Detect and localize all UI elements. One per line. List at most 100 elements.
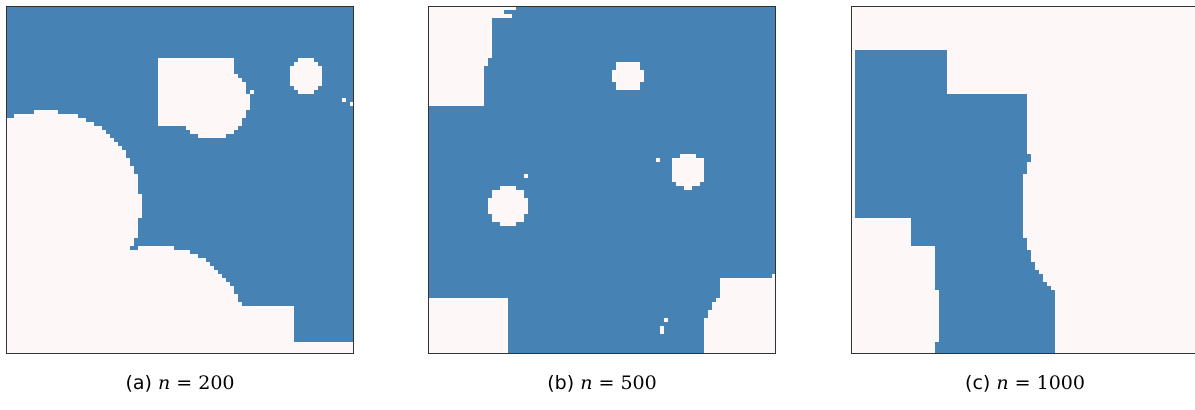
cluster-segment (294, 326, 354, 330)
cluster-segment (492, 30, 776, 34)
cluster-segment (508, 298, 716, 302)
cluster-segment (704, 166, 776, 170)
cluster-segment (428, 158, 656, 162)
cluster-segment (935, 278, 1043, 282)
cluster-segment (428, 278, 720, 282)
cluster-segment (428, 246, 776, 250)
cluster-segment (939, 298, 1055, 302)
cluster-segment (110, 134, 198, 138)
cluster-segment (935, 246, 1027, 250)
cluster-segment (6, 50, 354, 54)
cluster-segment (138, 174, 354, 178)
cluster-segment (911, 230, 1023, 234)
cluster-segment (939, 310, 1055, 314)
cluster-segment (855, 146, 1027, 150)
cluster-segment (516, 186, 684, 190)
cluster-segment (428, 162, 672, 166)
cluster-panel-a (6, 6, 354, 354)
cluster-segment (911, 242, 1027, 246)
cluster-segment (238, 74, 290, 78)
cluster-segment (428, 214, 492, 218)
cluster-segment (118, 142, 354, 146)
caption-equals: = (1008, 372, 1037, 394)
cluster-segment (138, 182, 354, 186)
cluster-segment (6, 114, 14, 118)
cluster-segment (484, 94, 776, 98)
cluster-segment (234, 290, 354, 294)
cluster-segment (528, 198, 776, 202)
cluster-segment (250, 98, 342, 102)
cluster-segment (428, 122, 776, 126)
cluster-segment (488, 62, 616, 66)
cluster-segment (488, 58, 776, 62)
cluster-segment (6, 42, 354, 46)
caption-value: 500 (620, 372, 657, 394)
cluster-segment (428, 242, 776, 246)
cluster-segment (692, 186, 776, 190)
cluster-segment (660, 158, 672, 162)
cluster-segment (428, 270, 776, 274)
cluster-segment (6, 30, 354, 34)
cluster-segment (428, 286, 720, 290)
cluster-segment (6, 54, 354, 58)
cluster-segment (242, 122, 354, 126)
cluster-segment (134, 170, 354, 174)
cluster-segment (911, 226, 1023, 230)
cluster-segment (130, 162, 354, 166)
cluster-segment (428, 222, 500, 226)
cluster-segment (939, 302, 1055, 306)
cluster-segment (640, 66, 776, 70)
cluster-segment (428, 146, 776, 150)
cluster-segment (855, 86, 947, 90)
cluster-segment (428, 182, 676, 186)
cluster-segment (428, 170, 672, 174)
cluster-segment (130, 158, 354, 162)
cluster-segment (246, 110, 354, 114)
cluster-segment (234, 62, 294, 66)
cluster-segment (508, 338, 704, 342)
cluster-segment (428, 134, 776, 138)
cluster-segment (142, 194, 354, 198)
cluster-segment (428, 234, 776, 238)
cluster-segment (855, 134, 1027, 138)
cluster-segment (528, 206, 776, 210)
cluster-segment (484, 70, 612, 74)
cluster-segment (855, 126, 1027, 130)
cluster-segment (492, 54, 776, 58)
cluster-segment (190, 250, 354, 254)
cluster-segment (6, 90, 158, 94)
cluster-segment (855, 62, 947, 66)
cluster-segment (508, 318, 664, 322)
cluster-segment (294, 306, 354, 310)
cluster-segment (322, 78, 354, 82)
cluster-segment (855, 206, 1023, 210)
cluster-segment (6, 14, 354, 18)
cluster-segment (294, 318, 354, 322)
cluster-segment (6, 94, 158, 98)
cluster-segment (246, 90, 250, 94)
cluster-segment (508, 330, 660, 334)
cluster-segment (704, 174, 776, 178)
cluster-segment (314, 90, 354, 94)
cluster-segment (935, 346, 1055, 350)
cluster-segment (855, 190, 1023, 194)
cluster-segment (484, 82, 616, 86)
cluster-segment (508, 334, 704, 338)
cluster-segment (114, 138, 354, 142)
cluster-segment (230, 282, 354, 286)
cluster-segment (428, 206, 488, 210)
cluster-segment (939, 338, 1055, 342)
cluster-segment (492, 50, 776, 54)
plot-frame (6, 6, 354, 354)
cluster-segment (855, 74, 947, 78)
cluster-segment (428, 106, 776, 110)
cluster-segment (428, 238, 776, 242)
cluster-segment (428, 218, 492, 222)
cluster-segment (508, 322, 704, 326)
cluster-segment (102, 126, 186, 130)
percolation-cluster (6, 6, 354, 342)
cluster-segment (855, 162, 1027, 166)
cluster-segment (294, 310, 354, 314)
cluster-segment (6, 34, 354, 38)
cluster-segment (855, 110, 1027, 114)
